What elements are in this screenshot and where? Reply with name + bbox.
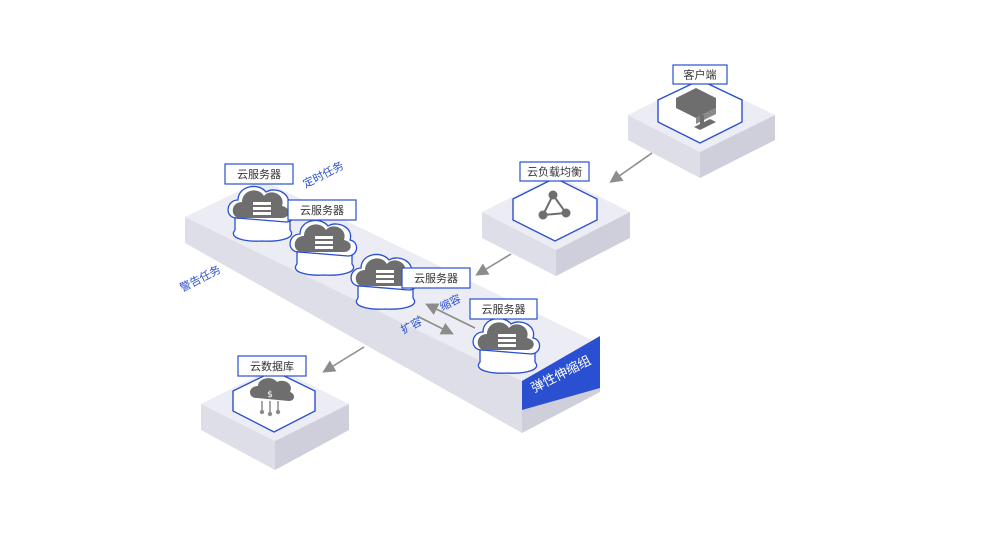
cloud-server: 云服务器 xyxy=(287,199,358,276)
servers-to-db-arrow xyxy=(322,346,365,373)
server-cloud-base xyxy=(232,217,293,242)
cloud-server: 云服务器 xyxy=(224,163,296,242)
server-label: 云服务器 xyxy=(414,272,458,285)
lb-to-servers-arrow xyxy=(475,253,512,276)
scheduled-task-label: 定时任务 xyxy=(300,158,346,190)
asg-platform-left xyxy=(185,217,522,433)
lb-platform-left xyxy=(482,212,556,276)
server-label-box xyxy=(469,298,538,320)
svg-text:$: $ xyxy=(267,390,273,400)
server-cloud-base xyxy=(355,285,416,310)
desktop-icon xyxy=(676,88,716,130)
db-label: 云数据库 xyxy=(250,359,294,373)
server-label-box xyxy=(287,199,357,221)
lb-label: 云负载均衡 xyxy=(527,165,582,179)
lb-platform-right xyxy=(556,212,630,276)
load-balancer-node: 云负载均衡 xyxy=(482,161,630,276)
database-icon: $ xyxy=(249,378,295,417)
database-node: $ 云数据库 xyxy=(201,355,349,470)
server-cloud-base xyxy=(477,349,538,374)
client-platform-right xyxy=(700,115,775,178)
scale-out-arrow xyxy=(416,315,454,335)
server-label-box xyxy=(224,163,294,185)
server-cloud-base xyxy=(294,251,355,276)
share-nodes-icon xyxy=(538,190,571,220)
client-node: 客户端 xyxy=(628,64,775,178)
server-label: 云服务器 xyxy=(482,303,526,316)
client-label: 客户端 xyxy=(684,68,717,82)
cloud-server: 云服务器 xyxy=(350,253,471,310)
server-label: 云服务器 xyxy=(300,204,344,217)
alarm-task-label: 警告任务 xyxy=(177,262,223,294)
server-label-box xyxy=(401,267,471,289)
db-platform-right xyxy=(275,404,349,470)
server-label: 云服务器 xyxy=(237,168,281,181)
scale-in-arrow xyxy=(425,303,476,329)
cloud-server: 云服务器 xyxy=(469,298,541,374)
lb-label-box xyxy=(519,161,590,182)
asg-tag xyxy=(522,336,600,410)
db-platform-left xyxy=(201,404,275,470)
client-label-box xyxy=(672,64,728,85)
db-label-box xyxy=(237,355,307,377)
client-platform-left xyxy=(628,115,700,178)
client-to-lb-arrow xyxy=(609,152,653,183)
